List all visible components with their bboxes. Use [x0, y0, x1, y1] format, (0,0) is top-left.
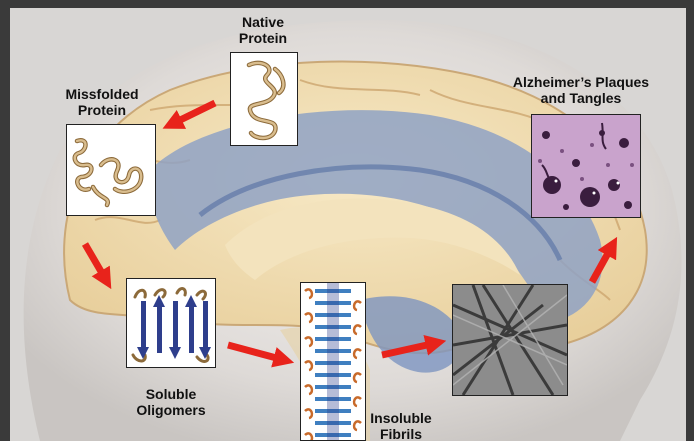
arrow-native-to-misfolded	[172, 103, 215, 124]
arrow-fibrils-to-micrograph	[382, 343, 436, 355]
arrow-micrograph-to-plaques	[592, 246, 612, 282]
arrow-misfolded-to-oligomers	[85, 244, 106, 280]
arrow-oligomers-to-fibrils	[228, 345, 284, 360]
